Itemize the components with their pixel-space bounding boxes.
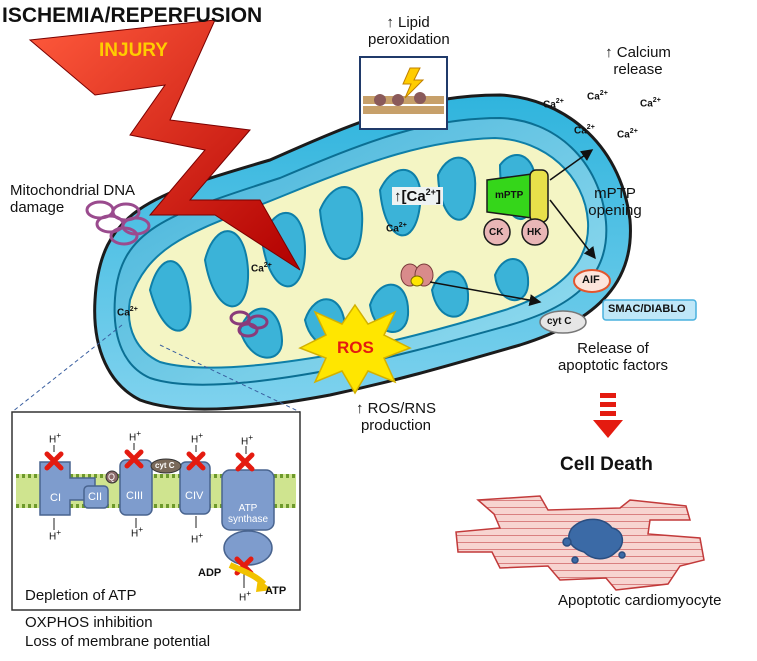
- mptp-opening-label: mPTP opening: [588, 185, 642, 219]
- complex-ii-label: CII: [88, 491, 103, 503]
- mitochondrion: [93, 93, 632, 411]
- x-ci-icon: [44, 451, 64, 471]
- x-civ-icon: [186, 451, 206, 471]
- mptp-channel-label: mPTP: [495, 190, 524, 201]
- calcium-label: ↑ Calcium release: [605, 44, 671, 78]
- aif-label: AIF: [582, 274, 600, 286]
- cytc-node: [150, 458, 182, 474]
- injury-label: INJURY: [99, 40, 168, 61]
- membrane-protein-icon: [400, 263, 434, 287]
- proton-label: H+: [191, 430, 204, 446]
- complex-i-label: CI: [50, 492, 61, 504]
- apoptotic-label: Apoptotic cardiomyocyte: [558, 592, 722, 609]
- complex-iii: [119, 459, 153, 516]
- ros-label: ROS: [337, 338, 374, 357]
- mtdna-label: Mitochondrial DNA damage: [10, 182, 136, 216]
- diagram-title: ISCHEMIA/REPERFUSION: [2, 4, 263, 27]
- complex-iv-label: CIV: [185, 490, 204, 502]
- ca-ion: Ca2+: [617, 128, 638, 141]
- proton-label: H+: [191, 530, 204, 546]
- up-arrow-icon: ↑: [605, 44, 613, 61]
- oxphos-label: OXPHOS inhibition Loss of membrane poten…: [25, 614, 211, 650]
- proton-label: H+: [49, 430, 62, 446]
- ca-ion: Ca2+: [543, 98, 564, 111]
- q-label: Q: [108, 472, 116, 482]
- aif-badge: [573, 269, 611, 293]
- x-atp-icon: [235, 452, 255, 472]
- q-node: [105, 470, 119, 484]
- cell-death-label: Cell Death: [560, 454, 653, 475]
- atp-synthase-label: ATP synthase: [227, 503, 269, 525]
- proton-label: H+: [239, 588, 252, 604]
- x-ciii-icon: [124, 449, 144, 469]
- hk-label: HK: [527, 227, 542, 238]
- proton-arrows: [53, 443, 247, 588]
- up-arrow-icon: ↑: [394, 188, 402, 205]
- depletion-label: Depletion of ATP: [25, 587, 137, 604]
- ca-ion: Ca2+: [117, 306, 138, 319]
- ca-ion: Ca2+: [640, 97, 661, 110]
- release-label: Release of apoptotic factors: [557, 340, 669, 374]
- arrows: [429, 149, 596, 307]
- smac-badge: [602, 299, 697, 321]
- inset-connector-right: [159, 344, 301, 413]
- cytc-badge: [539, 310, 587, 334]
- proton-label: H+: [49, 527, 62, 543]
- up-arrow-icon: ↑: [356, 400, 364, 417]
- ros-rns-label: ↑ ROS/RNS production: [356, 400, 437, 434]
- hk-node: [521, 218, 549, 246]
- ca-ion: Ca2+: [574, 124, 595, 137]
- x-marks: [44, 449, 255, 576]
- ca-ion: Ca2+: [587, 90, 608, 103]
- atp-label: ATP: [265, 585, 287, 597]
- apoptotic-cell: [455, 495, 705, 591]
- atp-synthase-head: [221, 469, 275, 531]
- matrix-dna-icon: [229, 310, 269, 338]
- mtdna-rings-icon: [85, 200, 151, 246]
- inset-connector-left: [11, 324, 123, 413]
- ck-node: [483, 218, 511, 246]
- lipid-label: ↑ Lipid peroxidation: [368, 14, 450, 48]
- smac-label: SMAC/DIABLO: [608, 303, 686, 315]
- proton-label: H+: [241, 432, 254, 448]
- ck-label: CK: [489, 227, 504, 238]
- adp-label: ADP: [198, 567, 222, 579]
- red-down-arrow-icon: [593, 393, 623, 438]
- mptp-channel: [486, 169, 549, 223]
- ca-concentration-label: ↑[Ca2+]: [392, 187, 443, 205]
- up-arrow-icon: ↑: [386, 14, 394, 31]
- lightning-bolt-icon: [28, 19, 301, 271]
- ca-ion: Ca2+: [386, 222, 407, 235]
- complex-iv: [179, 461, 211, 515]
- complexes: [39, 459, 275, 566]
- cytc-label: cyt C: [547, 316, 572, 327]
- complex-iii-label: CIII: [126, 490, 144, 502]
- ca-ion: Ca2+: [251, 262, 272, 275]
- ros-star-icon: [298, 303, 412, 395]
- cytc-inset-label: cyt C: [155, 461, 175, 470]
- proton-label: H+: [131, 524, 144, 540]
- proton-label: H+: [129, 428, 142, 444]
- lipid-inset: [359, 56, 448, 130]
- complex-ii: [83, 485, 109, 509]
